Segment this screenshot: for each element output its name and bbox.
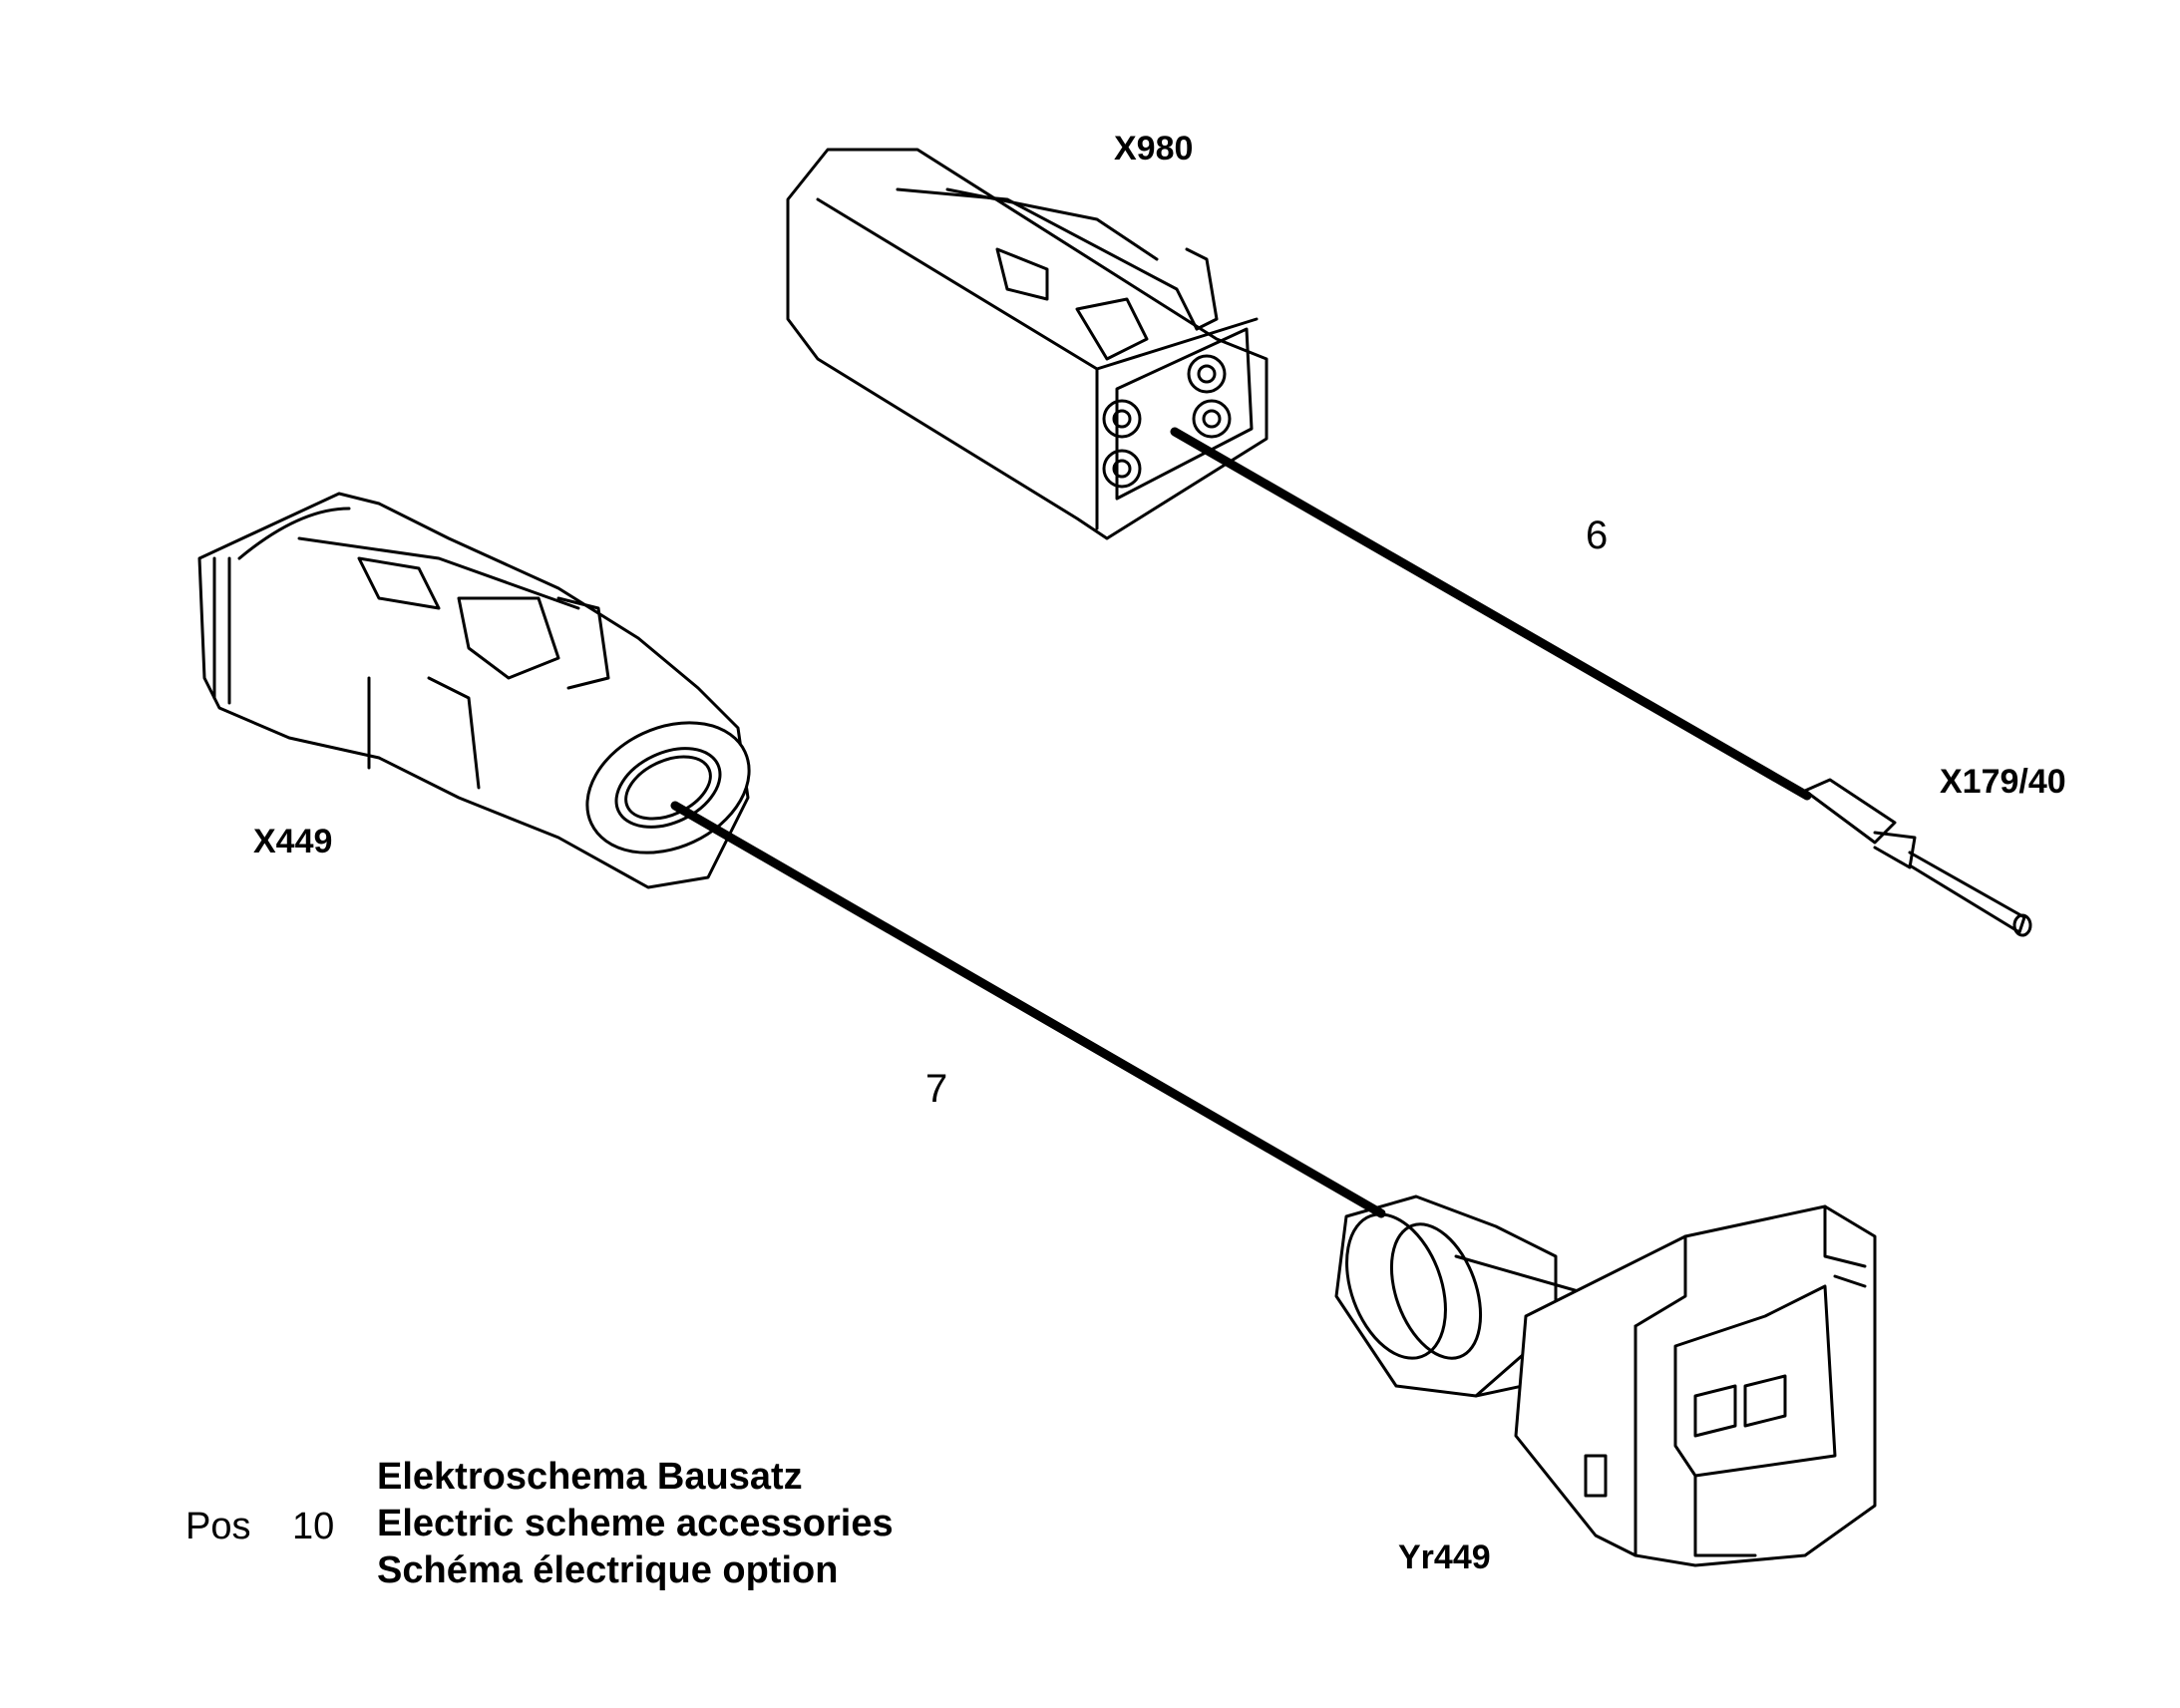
- label-x179-40: X179/40: [1940, 763, 2066, 801]
- title-english: Electric scheme accessories: [377, 1503, 894, 1544]
- pin-x179-40-drawing: [1803, 778, 2032, 937]
- title-german: Elektroschema Bausatz: [377, 1456, 803, 1498]
- label-wire-6: 6: [1586, 513, 1609, 557]
- pos-number: 10: [292, 1506, 335, 1547]
- title-french: Schéma électrique option: [377, 1549, 839, 1591]
- label-yr449: Yr449: [1398, 1538, 1491, 1576]
- connector-yr449-drawing: [1334, 1195, 1877, 1567]
- wire-6-line: [1170, 427, 1812, 801]
- label-wire-7: 7: [925, 1067, 948, 1111]
- pos-label: Pos: [185, 1506, 251, 1547]
- label-x449: X449: [253, 823, 333, 860]
- label-x980: X980: [1114, 130, 1194, 168]
- connector-x980-drawing: [786, 148, 1269, 540]
- wire-7-line: [670, 801, 1386, 1218]
